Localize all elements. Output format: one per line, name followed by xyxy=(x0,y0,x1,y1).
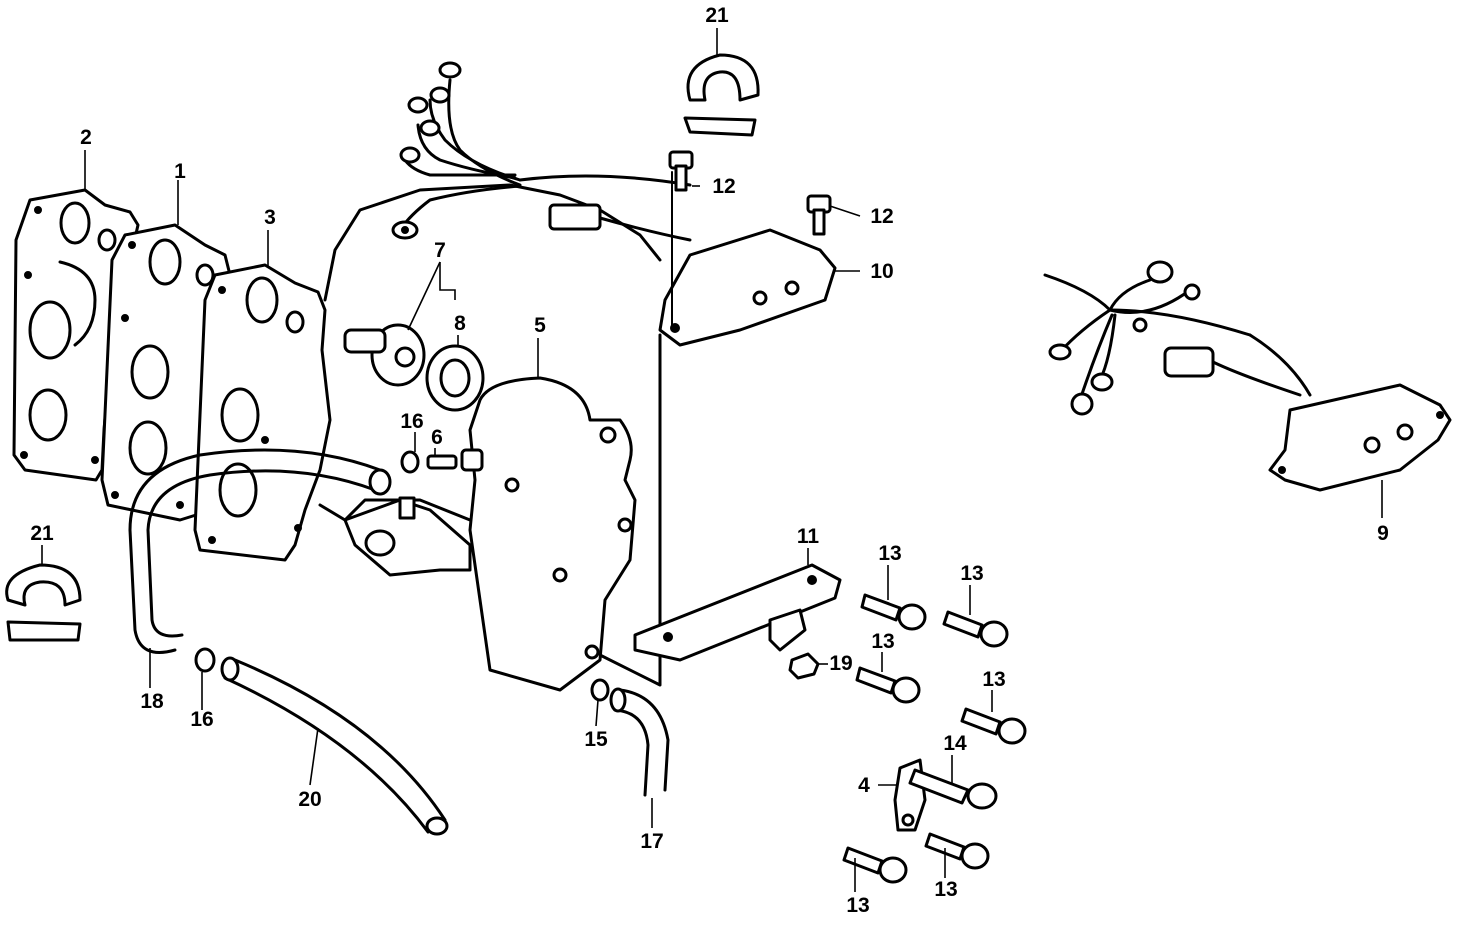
callout-17: 17 xyxy=(640,830,663,853)
leader-lines xyxy=(41,28,1383,892)
callout-9: 9 xyxy=(1377,522,1389,545)
callout-19: 19 xyxy=(829,652,852,675)
bolt-13-3 xyxy=(855,666,921,704)
callout-7: 7 xyxy=(434,239,446,262)
callout-12a: 12 xyxy=(712,175,735,198)
callout-3: 3 xyxy=(264,206,276,229)
clamp-21-left xyxy=(5,563,82,642)
callout-15: 15 xyxy=(584,728,608,751)
bolt-12a xyxy=(668,150,694,192)
clamp-21-top xyxy=(683,53,760,137)
screw-6 xyxy=(426,448,484,472)
callout-18: 18 xyxy=(140,690,164,713)
bracket-11 xyxy=(633,563,842,662)
gasket-plate-3 xyxy=(193,263,332,562)
gear-housing-5 xyxy=(468,376,637,692)
switch-7 xyxy=(343,323,426,387)
callout-1: 1 xyxy=(174,160,186,183)
bolt-13-2 xyxy=(942,610,1009,648)
callout-4: 4 xyxy=(858,774,870,797)
nut-19 xyxy=(788,652,820,680)
callout-16a: 16 xyxy=(400,410,423,433)
callout-2: 2 xyxy=(80,126,92,149)
clip-16a xyxy=(400,450,420,474)
callout-labels: 1 2 3 4 5 6 7 8 9 10 11 12 12 13 13 13 1… xyxy=(30,4,1389,917)
control-module-10 xyxy=(658,171,837,347)
callout-12b: 12 xyxy=(870,205,893,228)
callout-13f: 13 xyxy=(934,878,957,901)
callout-13b: 13 xyxy=(960,562,983,585)
bolt-13-5 xyxy=(842,846,908,884)
gasket-plate-2 xyxy=(12,188,140,482)
bolt-14 xyxy=(908,768,998,810)
callout-16b: 16 xyxy=(190,708,213,731)
grommet-8 xyxy=(425,344,485,412)
callout-13c: 13 xyxy=(871,630,894,653)
clip-16b xyxy=(194,647,216,673)
callout-5: 5 xyxy=(534,314,546,337)
bolt-13-4 xyxy=(960,707,1027,745)
callout-11: 11 xyxy=(797,525,820,548)
hose-18 xyxy=(128,448,392,654)
callout-8: 8 xyxy=(454,312,466,335)
callout-14: 14 xyxy=(943,732,967,755)
clip-15 xyxy=(590,678,610,702)
hose-20 xyxy=(220,656,449,836)
callout-21b: 21 xyxy=(30,522,54,545)
callout-10: 10 xyxy=(870,260,893,283)
wire-harness-top xyxy=(391,61,692,242)
control-module-9 xyxy=(1043,260,1452,492)
callout-21a: 21 xyxy=(705,4,729,27)
callout-6: 6 xyxy=(431,426,443,449)
hose-17 xyxy=(609,687,670,797)
callout-13e: 13 xyxy=(846,894,869,917)
bolt-13-6 xyxy=(924,832,990,870)
callout-13d: 13 xyxy=(982,668,1005,691)
callout-20: 20 xyxy=(298,788,321,811)
intake-bracket xyxy=(343,496,472,577)
bolt-12b xyxy=(806,194,832,236)
bolt-13-1 xyxy=(860,593,927,631)
callout-13a: 13 xyxy=(878,542,901,565)
